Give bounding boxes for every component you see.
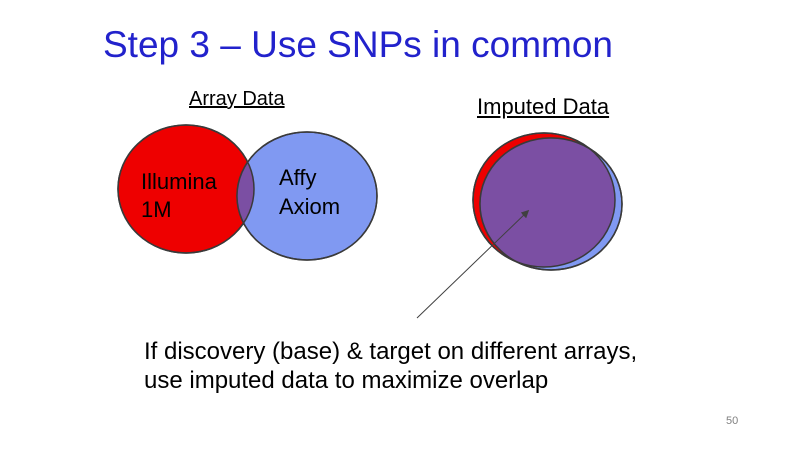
pointer-arrow	[416, 209, 530, 319]
slide-title: Step 3 – Use SNPs in common	[103, 24, 613, 65]
venn-imputed-data	[472, 132, 623, 271]
affy-circle-label: Affy Axiom	[279, 165, 341, 219]
illumina-circle-label: Illumina 1M	[141, 169, 217, 222]
imputed-data-heading: Imputed Data	[477, 94, 610, 119]
venn-array-data	[117, 124, 378, 261]
array-blue-circle-outline	[236, 131, 378, 261]
imputed-red-circle-outline	[472, 132, 616, 268]
imputed-overlap-region	[480, 138, 615, 267]
array-red-circle-outline	[117, 124, 255, 254]
caption-text: If discovery (base) & target on differen…	[144, 338, 638, 394]
page-number: 50	[726, 415, 739, 427]
array-data-heading: Array Data	[189, 88, 285, 110]
imputed-blue-circle-outline	[479, 137, 623, 271]
